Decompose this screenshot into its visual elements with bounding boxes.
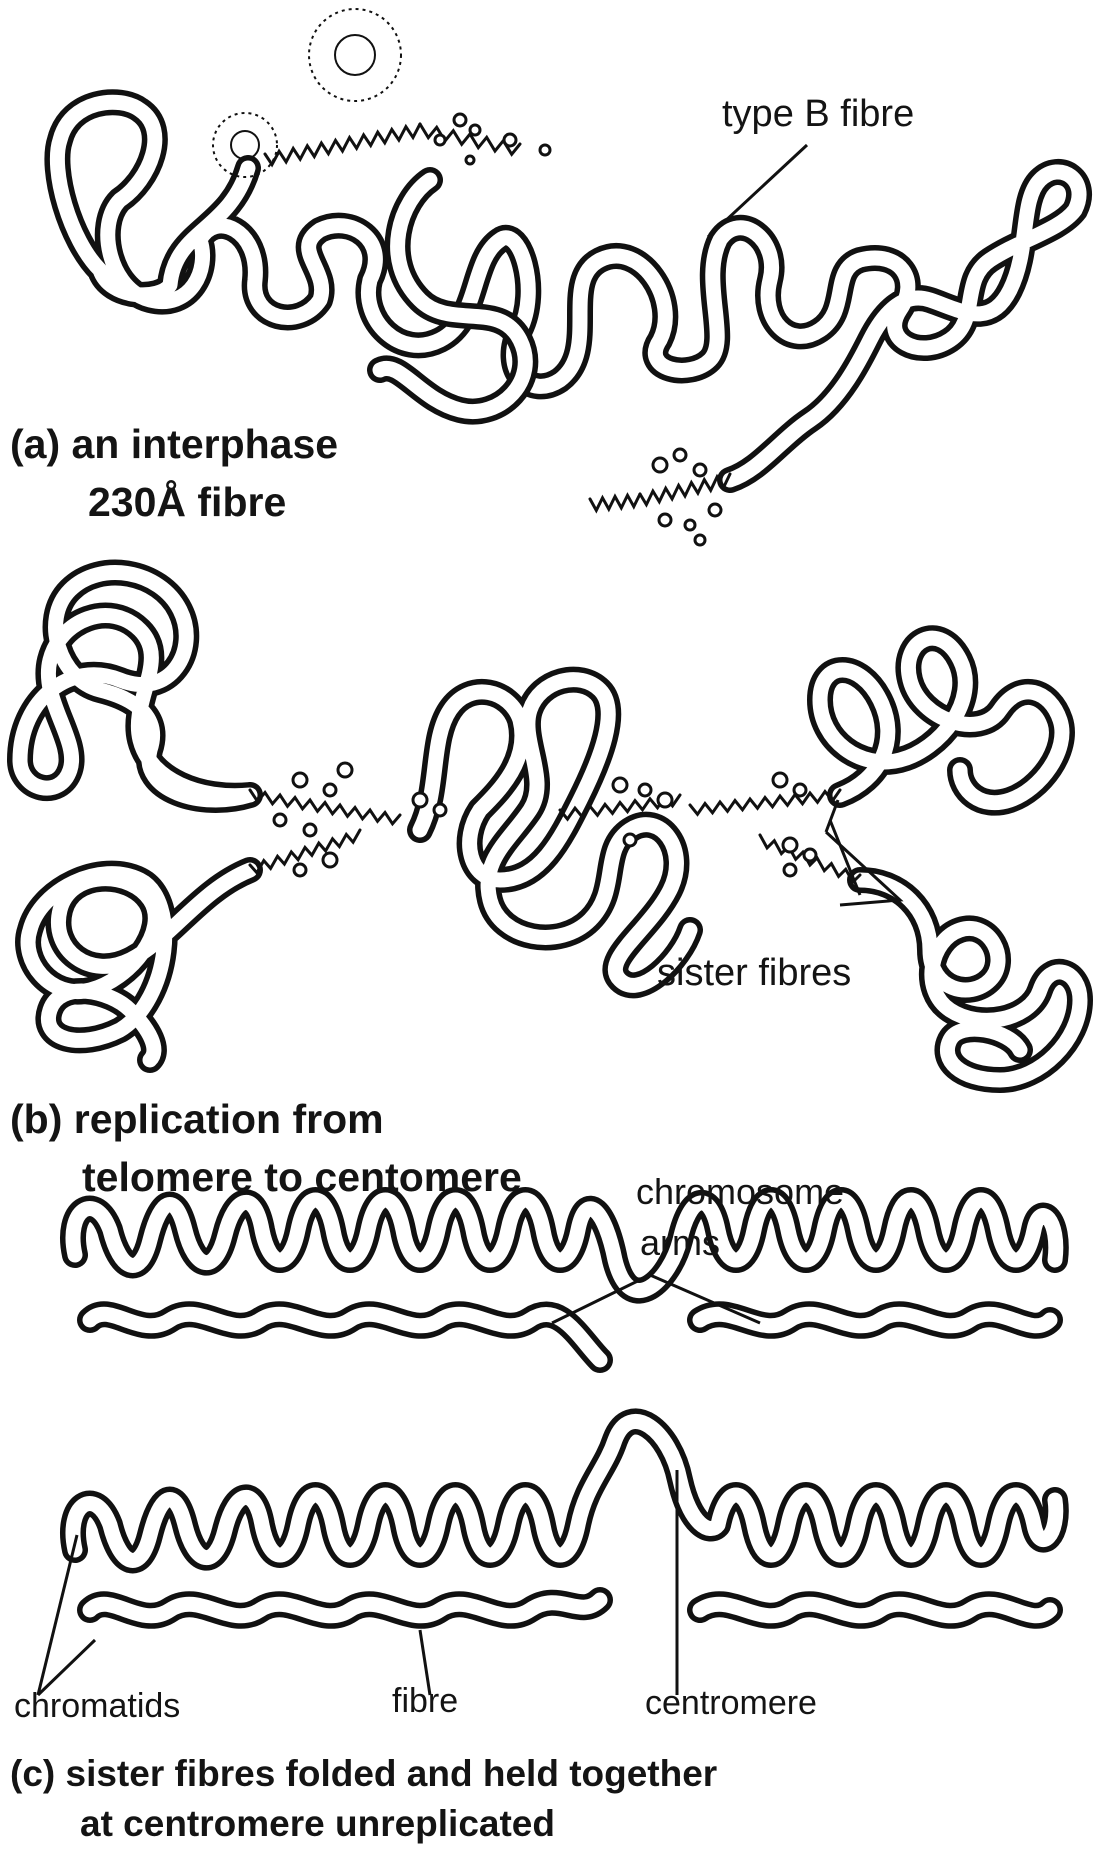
- replication-bead: [434, 804, 446, 816]
- coiled-fibre-segment: [690, 790, 840, 814]
- label-chromosome-arms-line2: arms: [640, 1222, 720, 1264]
- replication-bead: [653, 458, 667, 472]
- replication-bead: [613, 778, 627, 792]
- replication-bead: [466, 156, 474, 164]
- replication-bead: [674, 449, 686, 461]
- label-centromere: centromere: [645, 1682, 817, 1724]
- coiled-fibre-segment: [265, 124, 420, 165]
- replication-bead: [658, 793, 672, 807]
- label-sister-fibres: sister fibres: [657, 952, 851, 994]
- replication-bead: [294, 864, 306, 876]
- panel-c-chromosome: [73, 1200, 1056, 1616]
- replication-bead: [709, 504, 721, 516]
- caption-c-line1: (c) sister fibres folded and held togeth…: [10, 1750, 717, 1798]
- caption-b-line2: telomere to centomere: [82, 1153, 522, 1201]
- replication-bead: [324, 784, 336, 796]
- replication-bead: [624, 834, 636, 846]
- replication-bead: [338, 763, 352, 777]
- replication-bead: [413, 793, 427, 807]
- coiled-fibre-segment: [640, 474, 730, 505]
- replication-bead: [435, 135, 445, 145]
- replication-bead: [804, 849, 816, 861]
- caption-a-line1: (a) an interphase: [10, 420, 338, 468]
- label-chromosome-arms-line1: chromosome: [636, 1171, 844, 1213]
- replication-bead: [454, 114, 466, 126]
- replication-bead: [304, 824, 316, 836]
- replication-bead: [694, 464, 706, 476]
- replication-bead: [783, 838, 797, 852]
- nucleosome-ring-inner: [335, 35, 375, 75]
- label-type-b-fibre: type B fibre: [722, 93, 914, 135]
- replication-bead: [470, 125, 480, 135]
- replication-bead: [540, 145, 550, 155]
- frayed-fibre-end: [590, 494, 640, 510]
- replication-bead: [794, 784, 806, 796]
- nucleosome-ring-outer: [309, 9, 401, 101]
- replication-bead: [659, 514, 671, 526]
- caption-b-line1: (b) replication from: [10, 1095, 384, 1143]
- replication-bead: [504, 134, 516, 146]
- leader-chromatids-top: [38, 1535, 77, 1695]
- replication-bead: [695, 535, 705, 545]
- replication-bead: [274, 814, 286, 826]
- caption-a-line2: 230Å fibre: [88, 478, 286, 526]
- replication-bead: [323, 853, 337, 867]
- replication-bead: [784, 864, 796, 876]
- panel-b-fibres: [20, 573, 1080, 1080]
- replication-bead: [773, 773, 787, 787]
- label-fibre: fibre: [392, 1680, 458, 1722]
- label-chromatids: chromatids: [14, 1685, 180, 1727]
- replication-bead: [293, 773, 307, 787]
- replication-bead: [639, 784, 651, 796]
- replication-bead: [685, 520, 695, 530]
- nucleosome-ring-inner: [231, 131, 259, 159]
- fibre-tube-core: [20, 573, 250, 800]
- caption-c-line2: at centromere unreplicated: [80, 1800, 555, 1848]
